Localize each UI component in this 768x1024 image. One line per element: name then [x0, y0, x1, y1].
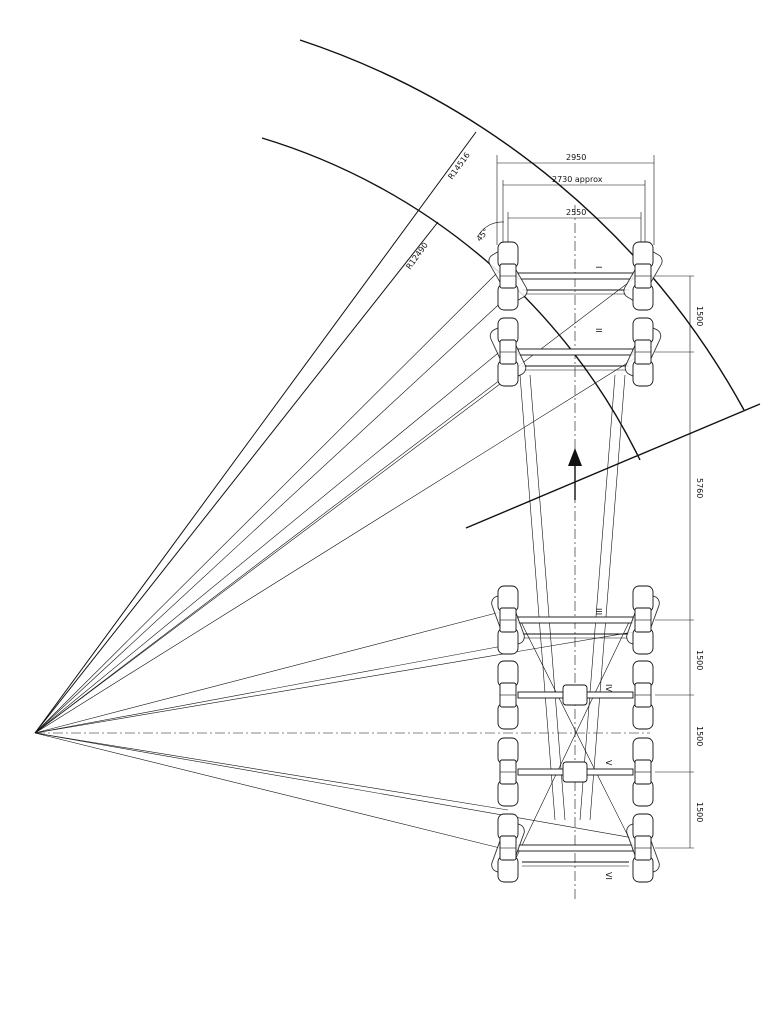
inner-turning-arc [261, 137, 641, 461]
steering-linkage-lines [514, 374, 641, 861]
track-outer-label: 2950 [566, 153, 586, 162]
axle-beam-2 [517, 348, 634, 356]
radius-line-outer [34, 131, 477, 734]
wheel-right-1 [623, 241, 663, 311]
track-dimensions [496, 155, 655, 245]
axle-spacing-dimensions [655, 275, 694, 849]
steering-rays [34, 261, 650, 851]
axle-label-6: VI [604, 872, 613, 880]
spacing-1-2-label: 1500 [695, 306, 704, 326]
track-inner-label: 2550 [566, 208, 586, 217]
wheel-right-2 [624, 317, 662, 387]
wheel-left-2 [489, 317, 527, 387]
axle-beam-3 [517, 616, 634, 624]
track-mid-label: 2730 approx [552, 175, 603, 184]
angle-label: 45° [475, 227, 491, 244]
spacing-4-5-label: 1500 [695, 726, 704, 746]
radius-inner-label: R12490 [404, 241, 430, 271]
spacing-3-4-label: 1500 [695, 650, 704, 670]
spacing-5-6-label: 1500 [695, 802, 704, 822]
arrow-up-icon [568, 448, 582, 500]
axle-label-5: V [604, 760, 613, 766]
perpendicular-reference-line [465, 403, 761, 529]
axle-label-2: II [594, 328, 603, 333]
differential-5 [562, 761, 588, 783]
axle-label-4: IV [604, 684, 613, 692]
outer-turning-arc [299, 39, 745, 411]
wheel-left-4 [497, 660, 519, 730]
wheel-right-5 [632, 737, 654, 807]
axle-beam-1 [517, 272, 634, 280]
wheel-right-4 [632, 660, 654, 730]
spacing-2-3-label: 5760 [695, 478, 704, 498]
angle-arc [477, 221, 505, 237]
wheel-left-3 [491, 585, 525, 655]
axle-beam-6 [517, 844, 634, 852]
wheel-right-6 [626, 813, 660, 883]
wheel-left-1 [488, 241, 528, 311]
radius-line-inner [34, 221, 439, 734]
wheel-right-3 [626, 585, 660, 655]
differential-4 [562, 684, 588, 706]
axle-label-1: I [594, 266, 603, 268]
axle-label-3: III [594, 608, 603, 615]
axle-assemblies [488, 241, 663, 883]
wheel-left-6 [491, 813, 525, 883]
wheel-left-5 [497, 737, 519, 807]
